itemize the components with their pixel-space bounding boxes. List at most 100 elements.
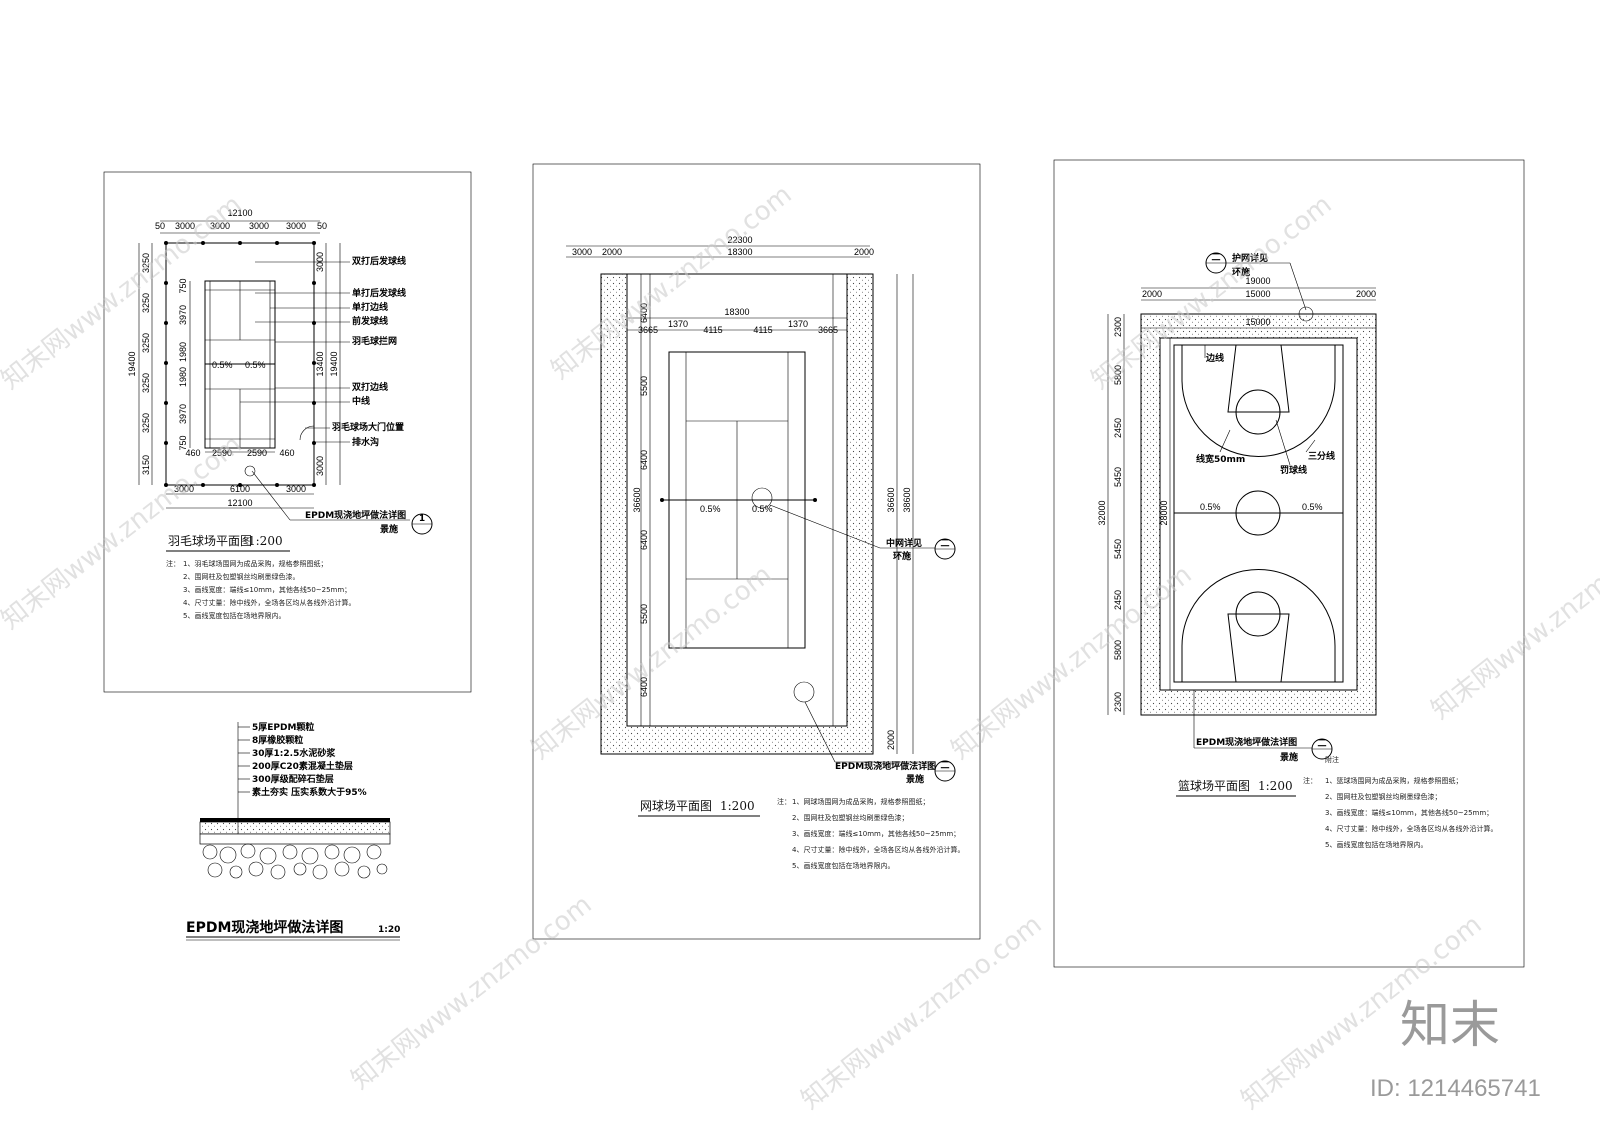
svg-text:2590: 2590: [247, 448, 267, 458]
svg-text:6400: 6400: [639, 677, 649, 697]
svg-text:1、羽毛球场围网为成品采购，规格参照图纸；: 1、羽毛球场围网为成品采购，规格参照图纸；: [183, 559, 327, 568]
tn-drain: [793, 681, 815, 703]
svg-text:5800: 5800: [1113, 365, 1123, 385]
bd-notes: 1、羽毛球场围网为成品采购，规格参照图纸； 2、围网柱及包塑钢丝均刷墨绿色漆。 …: [183, 559, 355, 620]
svg-text:3000: 3000: [174, 484, 194, 494]
svg-text:13400: 13400: [315, 351, 325, 376]
svg-text:3970: 3970: [178, 404, 188, 424]
bd-scale: 1:200: [248, 534, 283, 548]
bb-field: [1159, 337, 1358, 691]
svg-text:排水沟: 排水沟: [352, 436, 379, 448]
svg-text:单打边线: 单打边线: [352, 301, 388, 313]
bb-scale: 1:200: [1258, 779, 1293, 793]
svg-text:1370: 1370: [788, 319, 808, 329]
svg-text:2300: 2300: [1113, 692, 1123, 712]
bb-net-callout: 护网详见: [1232, 252, 1268, 264]
bb-top-total: 19000: [1245, 276, 1270, 286]
svg-text:3150: 3150: [141, 455, 151, 475]
bd-top-total: 12100: [227, 208, 252, 218]
svg-text:3000: 3000: [286, 221, 306, 231]
basketball-plan: 二 护网详见 环施 19000 2000 15000 2000 15000 0.…: [1097, 252, 1497, 849]
svg-text:30厚1:2.5水泥砂浆: 30厚1:2.5水泥砂浆: [252, 747, 336, 759]
svg-text:460: 460: [185, 448, 200, 458]
svg-text:4、尺寸丈量：除中线外，全场各区均从各线外沿计算。: 4、尺寸丈量：除中线外，全场各区均从各线外沿计算。: [1325, 824, 1497, 833]
basketball-sheet-frame: [1053, 159, 1525, 968]
svg-text:1、网球场围网为成品采购，规格参照图纸；: 1、网球场围网为成品采购，规格参照图纸；: [792, 797, 929, 806]
tn-left-dims: 6400 5500 6400 6400 5500 6400: [639, 303, 649, 697]
svg-text:6400: 6400: [639, 450, 649, 470]
svg-text:2000: 2000: [1356, 289, 1376, 299]
svg-text:5450: 5450: [1113, 539, 1123, 559]
svg-text:1980: 1980: [178, 342, 188, 362]
bd-right-dims: 3000 13400 3000: [315, 252, 325, 476]
bd-leader-labels: 双打后发球线 单打后发球线 单打边线 前发球线 羽毛球拦网 双打边线 中线 羽毛…: [240, 255, 406, 448]
svg-text:6400: 6400: [639, 530, 649, 550]
tn-top-dims: 3000 2000 18300 2000: [572, 247, 874, 257]
svg-text:5800: 5800: [1113, 640, 1123, 660]
bd-title: 羽毛球场平面图: [168, 534, 252, 548]
bd-slope-left: 0.5%: [212, 360, 233, 370]
tn-slope-right: 0.5%: [752, 504, 773, 514]
svg-text:3250: 3250: [141, 373, 151, 393]
svg-text:知末网www.znzmo.com: 知末网www.znzmo.com: [546, 180, 798, 386]
bd-right-total: 19400: [329, 351, 339, 376]
svg-text:3665: 3665: [818, 325, 838, 335]
badminton-plan: 12100 50 3000 3000 3000 3000 50 0.5% 0.5…: [127, 208, 433, 620]
svg-text:8厚橡胶颗粒: 8厚橡胶颗粒: [252, 734, 303, 746]
svg-text:三分线: 三分线: [1308, 450, 1335, 462]
tn-top-total: 22300: [727, 235, 752, 245]
bb-inner-left: 28000: [1159, 500, 1169, 525]
bb-title: 篮球场平面图: [1178, 778, 1250, 793]
bb-callout: EPDM现浇地坪做法详图: [1196, 736, 1297, 748]
bb-left-total: 32000: [1097, 500, 1107, 525]
bd-bottom-total: 12100: [227, 498, 252, 508]
bb-net-callout-sub: 环施: [1232, 266, 1250, 278]
svg-text:5、画线宽度包括在场地界限内。: 5、画线宽度包括在场地界限内。: [792, 861, 894, 870]
svg-text:知末网www.znzmo.com: 知末网www.znzmo.com: [1426, 520, 1600, 726]
svg-text:3250: 3250: [141, 333, 151, 353]
tennis-sheet-frame: [532, 163, 981, 940]
bb-top-dims: 2000 15000 2000: [1142, 289, 1376, 299]
bb-center-circle: [1235, 490, 1281, 536]
bd-inner-dims: 750 3970 1980 1980 3970 750: [178, 278, 188, 450]
tn-callout: EPDM现浇地坪做法详图: [835, 760, 936, 772]
bb-curb: [1140, 313, 1377, 716]
bd-top-dims: 50 3000 3000 3000 3000 50: [155, 221, 327, 231]
epdm-scale: 1:20: [378, 925, 400, 935]
svg-text:5500: 5500: [639, 604, 649, 624]
svg-text:750: 750: [178, 435, 188, 450]
svg-text:2000: 2000: [602, 247, 622, 257]
tn-left-total: 36600: [632, 487, 642, 512]
bb-notes: 1、篮球场围网为成品采购，规格参照图纸； 2、围网柱及包塑钢丝均刷墨绿色漆； 3…: [1325, 776, 1497, 849]
svg-text:5500: 5500: [639, 376, 649, 396]
svg-text:2450: 2450: [1113, 418, 1123, 438]
bb-three-point-top: [1181, 345, 1336, 457]
bb-left-dims: 2300 5800 2450 5450 5450 2450 5800 2300: [1113, 317, 1123, 712]
svg-text:3000: 3000: [249, 221, 269, 231]
bb-labels: 边线 线宽50mm 罚球线 三分线: [1196, 345, 1335, 476]
svg-text:知末网www.znzmo.com: 知末网www.znzmo.com: [346, 890, 598, 1096]
bb-callout-num: 二: [1317, 739, 1326, 749]
bd-bottom-dims: 3000 6100 3000: [174, 484, 306, 494]
svg-text:5450: 5450: [1113, 467, 1123, 487]
svg-text:1、篮球场围网为成品采购，规格参照图纸；: 1、篮球场围网为成品采购，规格参照图纸；: [1325, 776, 1462, 785]
tn-net-callout-circle: [751, 487, 773, 509]
tn-scale: 1:200: [720, 799, 755, 813]
bd-drain: [244, 465, 256, 477]
bd-left-total: 19400: [127, 351, 137, 376]
svg-text:3、画线宽度：端线≤10mm，其他各线50~25mm；: 3、画线宽度：端线≤10mm，其他各线50~25mm；: [183, 585, 351, 594]
svg-text:18300: 18300: [727, 247, 752, 257]
epdm-layers: 5厚EPDM颗粒 8厚橡胶颗粒 30厚1:2.5水泥砂浆 200厚C20素混凝土…: [252, 721, 367, 798]
svg-text:3250: 3250: [141, 293, 151, 313]
tn-callout-sub: 景施: [906, 773, 924, 785]
svg-text:3000: 3000: [572, 247, 592, 257]
svg-text:200厚C20素混凝土垫层: 200厚C20素混凝土垫层: [252, 760, 353, 772]
svg-text:3970: 3970: [178, 305, 188, 325]
image-id: ID: 1214465741: [1370, 1075, 1541, 1102]
svg-text:知末网www.znzmo.com: 知末网www.znzmo.com: [796, 910, 1048, 1116]
svg-text:300厚级配碎石垫层: 300厚级配碎石垫层: [252, 773, 334, 785]
bd-callout: EPDM现浇地坪做法详图: [305, 509, 406, 521]
tn-field: [626, 273, 848, 727]
bd-notes-label: 注：: [166, 559, 180, 568]
